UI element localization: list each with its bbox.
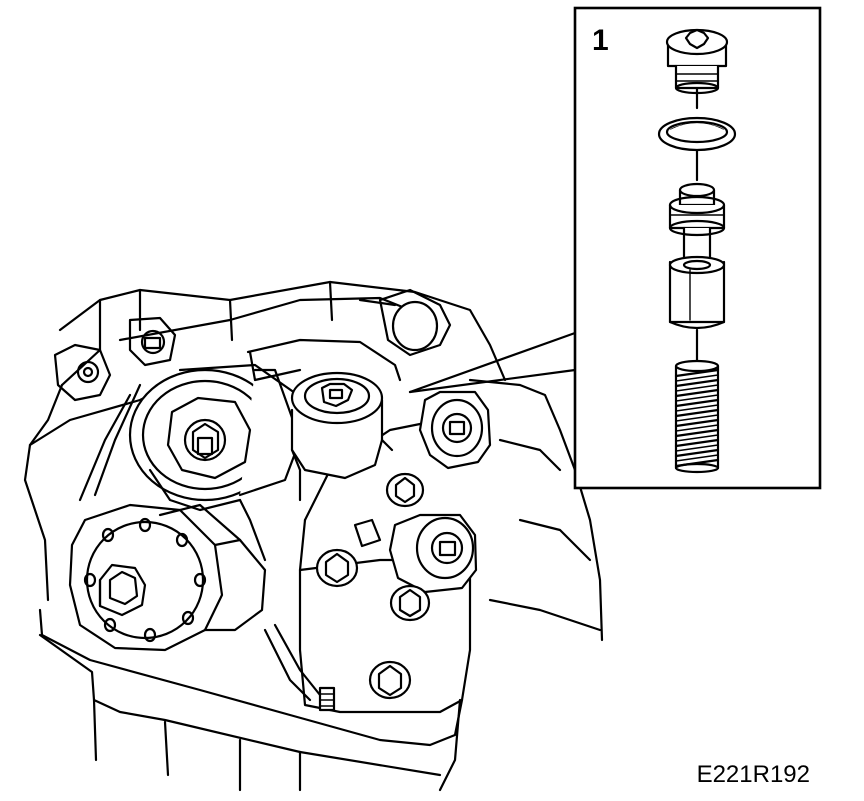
left-bracket xyxy=(53,316,177,402)
o-ring-seal xyxy=(657,116,737,152)
bolt-4 xyxy=(368,660,412,700)
callout-leader xyxy=(408,331,577,394)
lower-right-roller xyxy=(388,513,478,594)
upper-right-roller xyxy=(418,390,492,470)
callout-box: 1 xyxy=(573,6,822,490)
valve-housing xyxy=(290,371,394,502)
valve-spring xyxy=(674,359,720,474)
valve-plug xyxy=(665,28,729,95)
idler-roller xyxy=(246,288,452,382)
relief-valve-piston xyxy=(668,182,726,330)
figure-code: E221R192 xyxy=(697,761,810,788)
tensioner-pulley xyxy=(128,363,307,512)
callout-number: 1 xyxy=(592,24,609,57)
timing-belt xyxy=(78,383,322,702)
bolt-1 xyxy=(385,472,425,508)
bolt-3 xyxy=(389,584,431,622)
crankshaft-pulley xyxy=(68,503,267,652)
stud xyxy=(318,686,336,712)
bolts xyxy=(315,472,431,712)
bolt-2 xyxy=(315,548,359,588)
